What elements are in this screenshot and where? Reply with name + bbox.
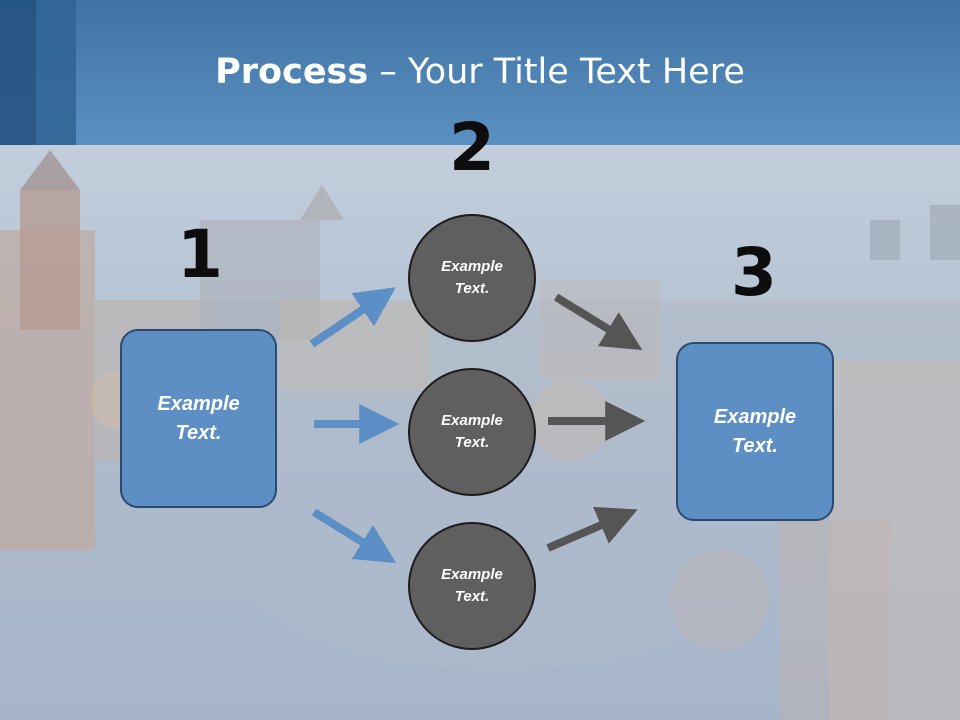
step-1-text-line2: Text. <box>175 421 222 444</box>
title-rest: – Your Title Text Here <box>368 52 745 92</box>
circle-top-text-line2: Text. <box>454 280 490 297</box>
circle-top-text-line1: Example <box>441 257 503 275</box>
slide-title: Process – Your Title Text Here <box>0 52 960 92</box>
arrow-down-right-gray <box>553 293 643 351</box>
step-number-1: 1 <box>177 216 223 293</box>
step-3-text-line2: Text. <box>732 434 778 457</box>
arrow-down-right-blue-2 <box>311 508 397 564</box>
step-1-text-line1: Example <box>157 392 240 415</box>
arrow-up-right-gray <box>546 506 638 552</box>
title-bold: Process <box>215 52 369 92</box>
title-header-band <box>0 0 960 145</box>
step-3-text-line1: Example <box>713 405 797 428</box>
circle-bottom-text-line1: Example <box>441 565 503 583</box>
step-1-box: Example Text. <box>120 329 277 508</box>
step-2-circle-top: Example Text. <box>408 214 536 342</box>
step-3-box: Example Text. <box>676 342 834 521</box>
header-accent-bars <box>0 0 76 145</box>
circle-middle-text-line1: Example <box>441 411 503 429</box>
step-number-2: 2 <box>449 109 495 186</box>
step-2-circle-middle: Example Text. <box>408 368 536 496</box>
arrow-up-right-blue <box>309 287 396 348</box>
circle-bottom-text-line2: Text. <box>454 588 490 605</box>
circle-middle-text-line2: Text. <box>454 434 490 451</box>
step-2-circle-bottom: Example Text. <box>408 522 536 650</box>
step-number-3: 3 <box>731 234 777 311</box>
